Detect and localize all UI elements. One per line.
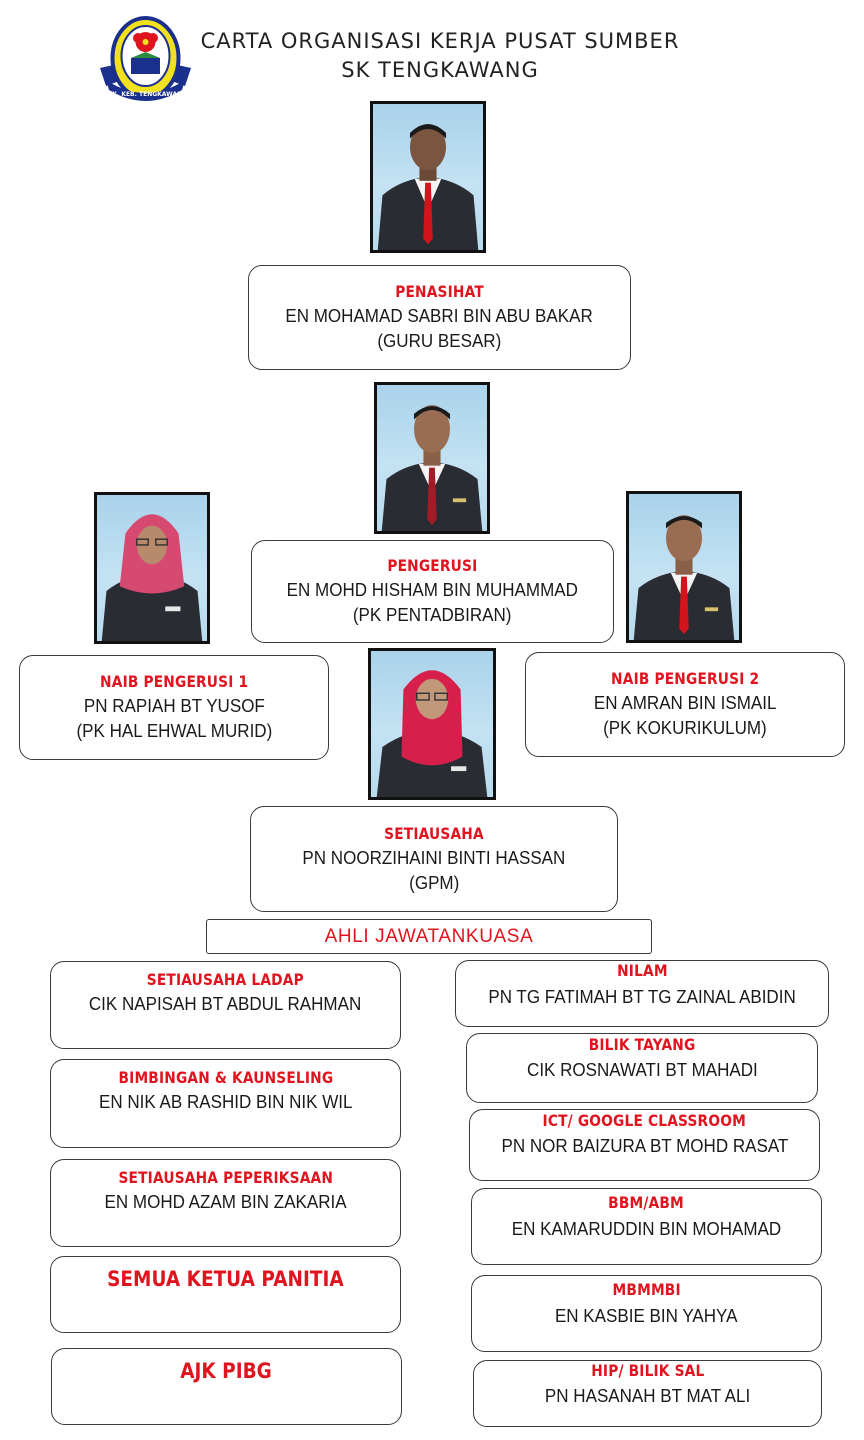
secretary-post: (GPM) xyxy=(408,871,460,893)
member-name: EN KASBIE BIN YAHYA xyxy=(555,1305,738,1326)
member-name: EN NIK AB RASHID BIN NIK WIL xyxy=(98,1091,353,1112)
member-role: SETIAUSAHA LADAP xyxy=(146,970,305,989)
vice1-box: NAIB PENGERUSI 1 PN RAPIAH BT YUSOF (PK … xyxy=(19,655,329,760)
chair-name: EN MOHD HISHAM BIN MUHAMMAD xyxy=(286,579,579,600)
secretary-box: SETIAUSAHA PN NOORZIHAINI BINTI HASSAN (… xyxy=(250,806,618,912)
school-logo: SEK. KEB. TENGKAWANG xyxy=(98,10,193,106)
member-name: CIK NAPISAH BT ABDUL RAHMAN xyxy=(89,993,362,1014)
vice2-role: NAIB PENGERUSI 2 xyxy=(610,669,760,688)
page-title-line2: SK TENGKAWANG xyxy=(341,58,539,82)
member-name: CIK ROSNAWATI BT MAHADI xyxy=(526,1059,758,1080)
member-box-mbmmbi: MBMMBI EN KASBIE BIN YAHYA xyxy=(471,1275,822,1352)
member-name: EN KAMARUDDIN BIN MOHAMAD xyxy=(511,1218,782,1239)
member-role: BBM/ABM xyxy=(608,1193,685,1212)
member-role: AJK PIBG xyxy=(180,1359,273,1383)
member-box-pibg: AJK PIBG xyxy=(51,1348,402,1425)
vice2-box: NAIB PENGERUSI 2 EN AMRAN BIN ISMAIL (PK… xyxy=(525,652,845,757)
member-box-ladap: SETIAUSAHA LADAP CIK NAPISAH BT ABDUL RA… xyxy=(50,961,401,1049)
vice2-photo xyxy=(626,491,742,643)
member-role: MBMMBI xyxy=(612,1280,681,1299)
member-box-bilik-tayang: BILIK TAYANG CIK ROSNAWATI BT MAHADI xyxy=(466,1033,818,1103)
page-title-line1: CARTA ORGANISASI KERJA PUSAT SUMBER xyxy=(200,29,680,53)
member-box-panitia: SEMUA KETUA PANITIA xyxy=(50,1256,401,1333)
vice1-post: (PK HAL EHWAL MURID) xyxy=(76,720,272,741)
member-box-nilam: NILAM PN TG FATIMAH BT TG ZAINAL ABIDIN xyxy=(455,960,829,1027)
advisor-box: PENASIHAT EN MOHAMAD SABRI BIN ABU BAKAR… xyxy=(248,265,631,370)
chair-photo xyxy=(374,382,490,534)
member-name: PN NOR BAIZURA BT MOHD RASAT xyxy=(501,1135,788,1156)
advisor-post: (GURU BESAR) xyxy=(377,330,502,351)
vice1-role: NAIB PENGERUSI 1 xyxy=(99,672,249,691)
member-role: ICT/ GOOGLE CLASSROOM xyxy=(542,1111,747,1130)
member-role: BIMBINGAN & KAUNSELING xyxy=(118,1068,333,1087)
logo-text: SEK. KEB. TENGKAWANG xyxy=(104,91,187,98)
vice1-photo xyxy=(94,492,210,644)
vice1-name: PN RAPIAH BT YUSOF xyxy=(83,695,265,716)
advisor-role: PENASIHAT xyxy=(395,282,484,301)
advisor-photo xyxy=(370,101,486,253)
member-box-kaunseling: BIMBINGAN & KAUNSELING EN NIK AB RASHID … xyxy=(50,1059,401,1148)
chair-role: PENGERUSI xyxy=(387,556,478,575)
secretary-photo xyxy=(368,648,496,800)
vice2-post: (PK KOKURIKULUM) xyxy=(603,717,767,738)
chair-box: PENGERUSI EN MOHD HISHAM BIN MUHAMMAD (P… xyxy=(251,540,614,643)
member-box-bbm: BBM/ABM EN KAMARUDDIN BIN MOHAMAD xyxy=(471,1188,822,1265)
member-name: PN HASANAH BT MAT ALI xyxy=(544,1385,751,1406)
member-box-peperiksaan: SETIAUSAHA PEPERIKSAAN EN MOHD AZAM BIN … xyxy=(50,1159,401,1247)
secretary-role: SETIAUSAHA xyxy=(384,823,484,843)
secretary-name: PN NOORZIHAINI BINTI HASSAN xyxy=(302,846,566,868)
member-name: EN MOHD AZAM BIN ZAKARIA xyxy=(104,1191,347,1212)
chair-post: (PK PENTADBIRAN) xyxy=(353,604,512,625)
member-box-ict: ICT/ GOOGLE CLASSROOM PN NOR BAIZURA BT … xyxy=(469,1109,820,1181)
member-name: PN TG FATIMAH BT TG ZAINAL ABIDIN xyxy=(488,986,796,1007)
committee-banner: AHLI JAWATANKUASA xyxy=(206,919,652,954)
member-role: BILIK TAYANG xyxy=(588,1035,696,1054)
vice2-name: EN AMRAN BIN ISMAIL xyxy=(593,692,777,713)
member-role: SEMUA KETUA PANITIA xyxy=(107,1267,344,1291)
member-role: HIP/ BILIK SAL xyxy=(590,1361,705,1380)
member-role: SETIAUSAHA PEPERIKSAAN xyxy=(118,1168,333,1187)
member-role: NILAM xyxy=(616,961,668,980)
member-box-hip: HIP/ BILIK SAL PN HASANAH BT MAT ALI xyxy=(473,1360,822,1427)
advisor-name: EN MOHAMAD SABRI BIN ABU BAKAR xyxy=(285,305,594,326)
